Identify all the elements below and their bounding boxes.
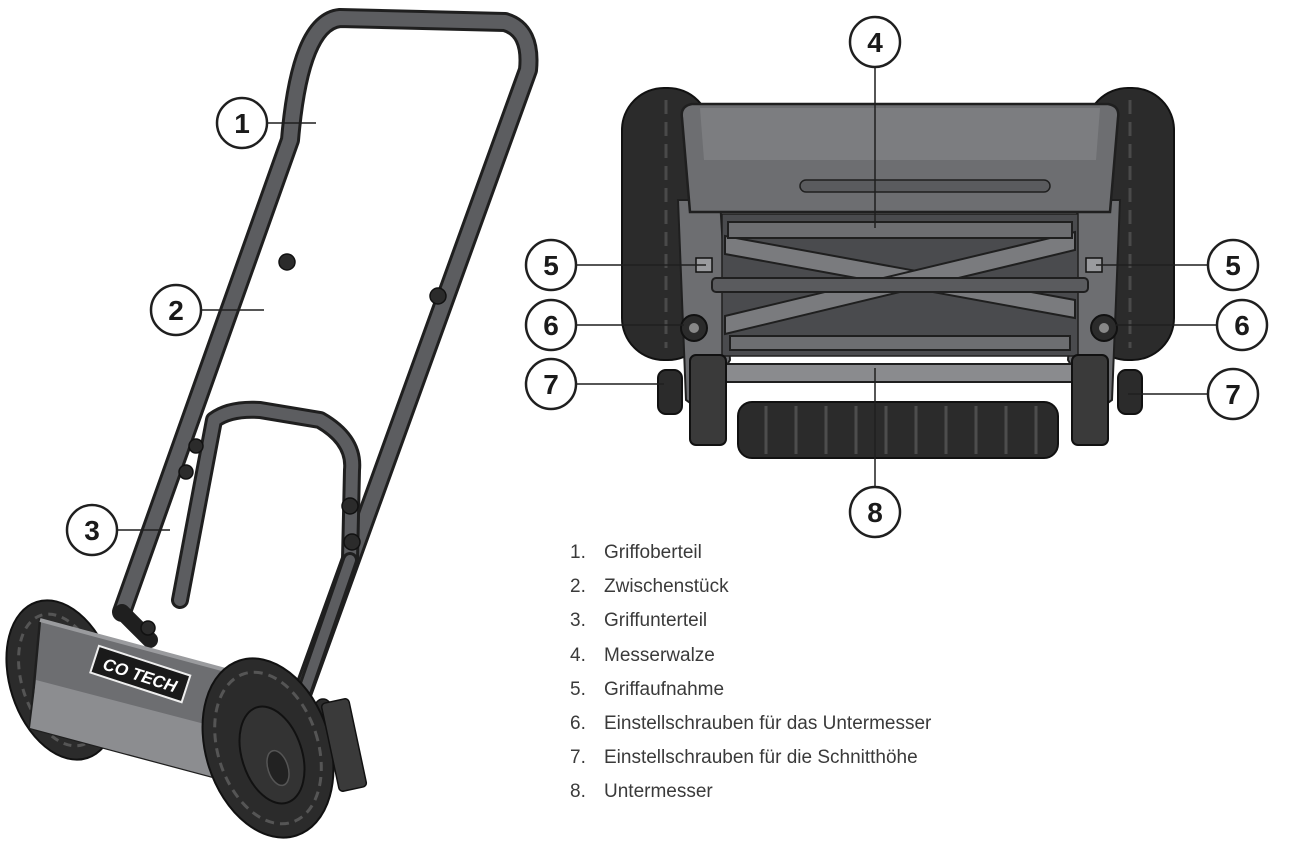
svg-text:4: 4 <box>867 27 883 58</box>
svg-text:7: 7 <box>543 369 559 400</box>
legend-item: 5. Griffaufnahme <box>566 673 931 707</box>
rear-roller <box>737 401 1059 459</box>
callout-3: 3 <box>65 503 119 557</box>
knob-icon <box>657 369 683 415</box>
knob-icon <box>178 464 194 480</box>
svg-text:6: 6 <box>1234 310 1250 341</box>
legend-item: 3. Griffunterteil <box>566 604 931 638</box>
legend-number: 3. <box>570 610 586 632</box>
svg-text:3: 3 <box>84 515 100 546</box>
callout-5-right: 5 <box>1206 238 1260 292</box>
legend-number: 8. <box>570 781 586 803</box>
mower-side-view: CO TECH <box>5 8 539 839</box>
knob-icon <box>140 620 156 636</box>
legend-number: 1. <box>570 542 586 563</box>
legend-label: Einstellschrauben für die Schnitthöhe <box>604 747 918 769</box>
callout-2: 2 <box>149 283 203 337</box>
callout-4: 4 <box>848 15 902 69</box>
callout-7-left: 7 <box>524 357 578 411</box>
brand-logo: CO TECH <box>89 644 192 704</box>
legend-label: Zwischenstück <box>604 576 729 598</box>
svg-text:6: 6 <box>543 310 559 341</box>
parts-legend: 1. Griffoberteil 2. Zwischenstück 3. Griffu… <box>566 536 931 810</box>
knob-icon <box>341 497 359 515</box>
legend-item: 4. Messerwalze <box>566 639 931 673</box>
legend-item: 1. Griffoberteil <box>566 536 931 570</box>
knob-icon <box>1117 369 1143 415</box>
legend-label: Griffunterteil <box>604 610 708 632</box>
legend-number: 6. <box>570 712 586 734</box>
callout-1: 1 <box>215 96 269 150</box>
side-bracket <box>320 698 368 792</box>
legend-label: Messerwalze <box>604 644 715 666</box>
legend-number: 4. <box>570 644 586 666</box>
leader-lines <box>117 66 1217 531</box>
callout-7-right: 7 <box>1206 367 1260 421</box>
legend-label: Untermesser <box>604 781 713 803</box>
svg-text:5: 5 <box>1225 250 1241 281</box>
legend-item: 8. Untermesser <box>566 775 931 809</box>
adjusters <box>657 257 1143 446</box>
legend-label: Griffaufnahme <box>604 678 725 700</box>
svg-text:5: 5 <box>543 250 559 281</box>
callout-5-left: 5 <box>524 238 578 292</box>
legend-item: 6. Einstellschrauben für das Untermesser <box>566 707 931 741</box>
legend-number: 5. <box>570 678 586 700</box>
knob-icon <box>278 253 296 271</box>
svg-text:8: 8 <box>867 497 883 528</box>
top-cover <box>680 102 1120 214</box>
legend-item: 2. Zwischenstück <box>566 570 931 604</box>
svg-text:2: 2 <box>168 295 184 326</box>
callout-8: 8 <box>848 485 902 539</box>
callout-6-left: 6 <box>524 298 578 352</box>
reel-shaft <box>711 277 1089 293</box>
legend-label: Griffoberteil <box>604 542 702 563</box>
svg-text:7: 7 <box>1225 379 1241 410</box>
knob-icon <box>188 438 204 454</box>
svg-text:1: 1 <box>234 108 250 139</box>
callouts: 1 2 3 4 5 5 6 6 <box>65 15 1269 557</box>
callout-6-right: 6 <box>1215 298 1269 352</box>
legend-number: 2. <box>570 576 586 598</box>
knob-icon <box>343 533 361 551</box>
legend-label: Einstellschrauben für das Untermesser <box>604 712 932 734</box>
handle-frame <box>112 8 539 710</box>
mower-front-view <box>621 87 1175 459</box>
knob-icon <box>429 287 447 305</box>
legend-number: 7. <box>570 747 586 769</box>
legend-item: 7. Einstellschrauben für die Schnitthöhe <box>566 741 931 775</box>
bottom-blade <box>711 363 1089 383</box>
